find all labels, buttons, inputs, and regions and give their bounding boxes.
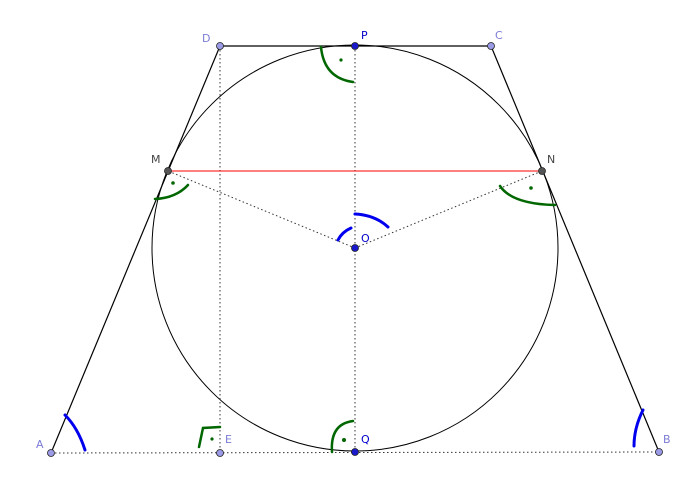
point-o [351,244,359,252]
radius-on-dotted [354,170,543,249]
label-b: B [663,433,671,446]
right-angle-mark-q [330,419,355,454]
label-m: M [151,153,161,166]
right-angle-dot-e [210,437,214,441]
label-q: Q [361,433,370,446]
point-p [351,42,359,50]
label-e: E [225,433,232,446]
point-q [351,448,359,456]
side-ad [50,45,221,454]
label-d: D [202,32,210,45]
label-c: C [495,29,503,42]
right-angle-mark-p [319,45,355,84]
right-angle-mark-e [197,425,222,449]
right-angle-dot-p [339,58,343,62]
angle-mark-a [63,413,87,452]
point-d [216,42,224,50]
label-n: N [547,153,555,166]
point-c [487,42,495,50]
label-o: O [361,232,370,245]
angle-mark-o-2 [336,226,353,242]
point-e [216,449,224,457]
label-p: P [361,29,368,42]
label-a: A [36,438,44,451]
right-angle-dot-q [342,438,346,442]
side-cb [490,45,660,453]
radius-om-dotted [167,170,356,249]
angle-mark-b [632,408,645,448]
point-a [47,449,55,457]
right-angle-dot-n [529,186,533,190]
angle-mark-o-1 [353,212,390,229]
point-b [655,448,663,456]
right-angle-dot-m [171,181,175,185]
right-angle-mark-n [498,184,557,207]
right-angle-mark-m [153,183,190,201]
right-angle-dots [171,58,533,442]
point-n [538,167,546,175]
point-m [164,167,172,175]
